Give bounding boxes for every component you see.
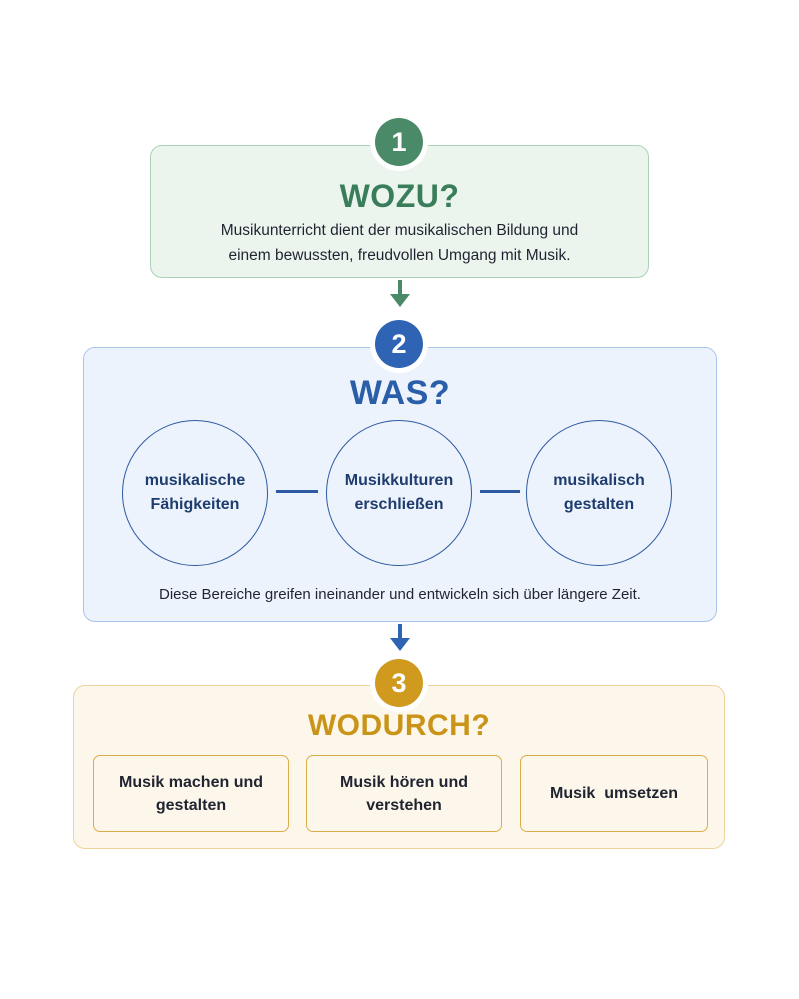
area-circle-musikkulturen-erschliessen: Musikkulturen erschließen	[326, 420, 472, 566]
method-box-musik-umsetzen: Musik umsetzen	[520, 755, 708, 832]
area-label-line: musikalische	[144, 472, 246, 489]
area-label-line: Fähigkeiten	[150, 496, 240, 513]
method-label-line: gestalten	[155, 796, 227, 814]
step-1-badge: 1	[375, 118, 423, 166]
wozu-heading: WOZU?	[339, 178, 460, 214]
method-label-line: verstehen	[366, 796, 442, 814]
step-3-badge: 3	[375, 659, 423, 707]
arrow-down-icon	[390, 280, 410, 308]
method-label-line: Musik machen und	[118, 773, 264, 791]
was-note: Diese Bereiche greifen ineinander und en…	[159, 586, 641, 603]
step-2-badge: 2	[375, 320, 423, 368]
area-label-line: Musikkulturen	[344, 472, 454, 489]
area-label-line: gestalten	[563, 496, 635, 513]
wozu-description: Musikunterricht dient der musikalischen …	[151, 218, 648, 268]
area-circle-musikalische-faehigkeiten: musikalische Fähigkeiten	[122, 420, 268, 566]
wozu-description-line: einem bewussten, freudvollen Umgang mit …	[228, 247, 571, 264]
area-circle-musikalisch-gestalten: musikalisch gestalten	[526, 420, 672, 566]
was-heading: WAS?	[349, 374, 451, 412]
method-box-musik-hoeren: Musik hören und verstehen	[306, 755, 502, 832]
method-box-musik-machen: Musik machen und gestalten	[93, 755, 289, 832]
area-label-line: erschließen	[354, 496, 444, 513]
area-label-line: musikalisch	[553, 472, 645, 489]
method-label-line: Musik hören und	[340, 773, 468, 791]
wozu-panel: WOZU? Musikunterricht dient der musikali…	[150, 145, 649, 278]
wodurch-heading: WODURCH?	[307, 709, 491, 742]
area-connector	[276, 490, 318, 493]
was-panel: WAS? musikalische Fähigkeiten Musikkultu…	[83, 347, 717, 622]
wozu-description-line: Musikunterricht dient der musikalischen …	[220, 222, 579, 239]
area-connector	[480, 490, 520, 493]
arrow-down-icon	[390, 624, 410, 652]
method-label-line: Musik umsetzen	[549, 785, 679, 802]
wodurch-panel: WODURCH? Musik machen und gestalten Musi…	[73, 685, 725, 849]
